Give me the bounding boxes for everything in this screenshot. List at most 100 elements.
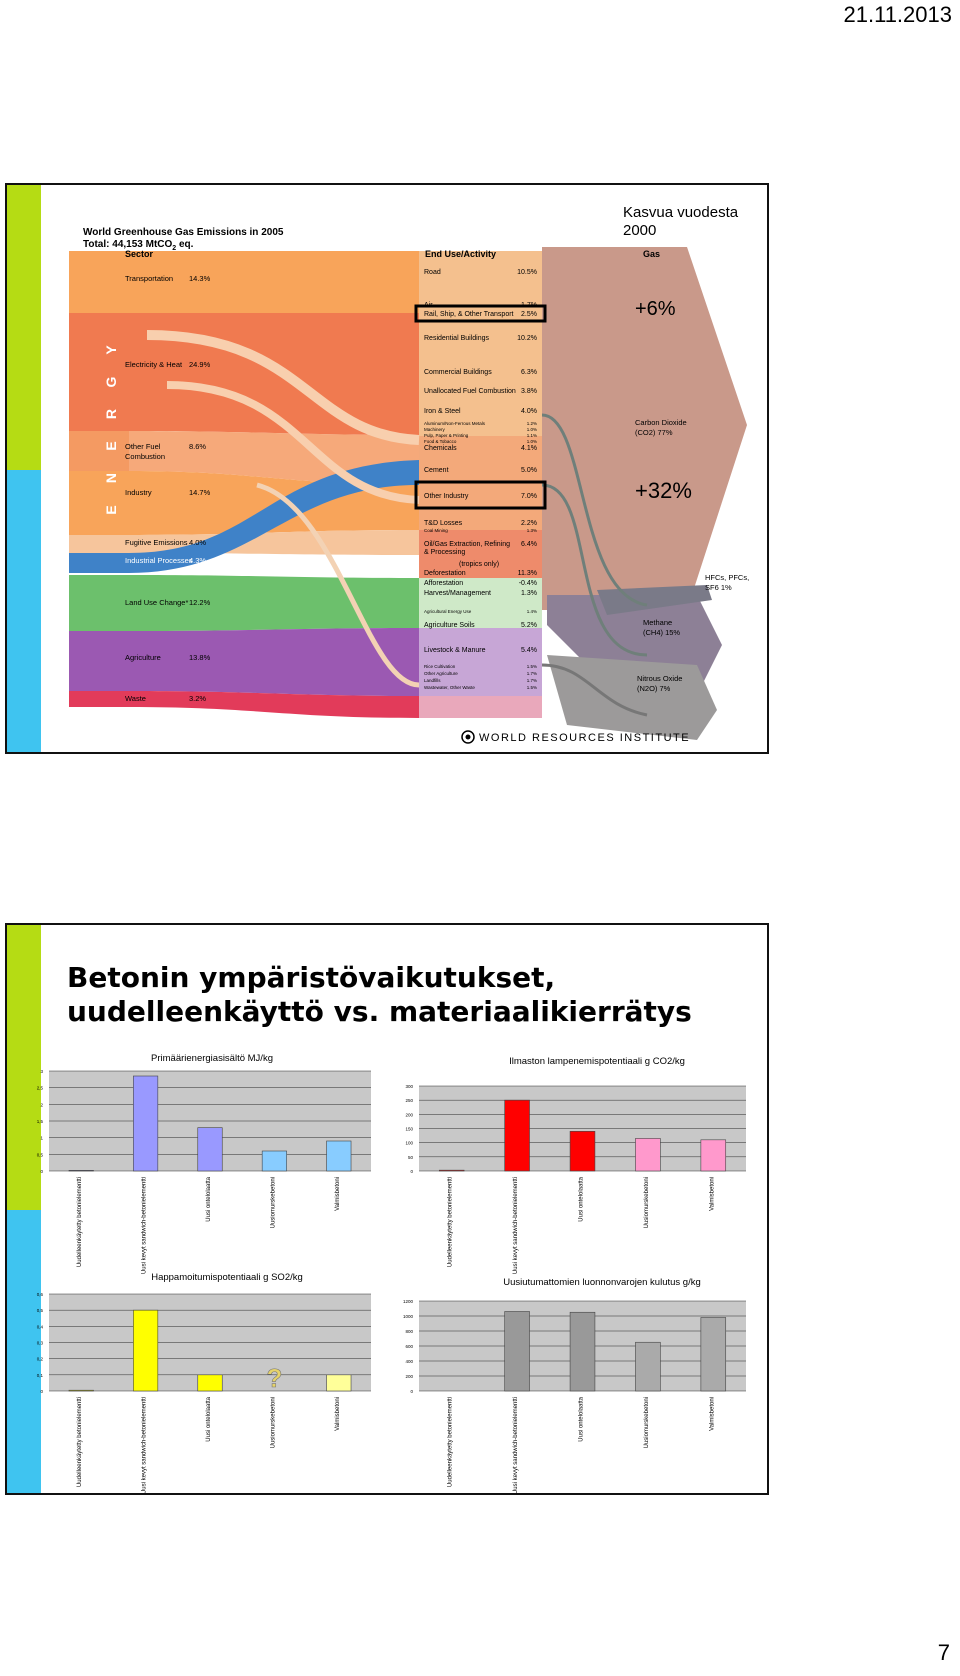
enduse-label: Unallocated Fuel Combustion	[424, 388, 516, 395]
enduse-value: 1.1%	[527, 433, 537, 438]
chart-bar	[700, 1139, 727, 1172]
enduse-value: 1.5%	[527, 664, 537, 669]
chart-ytick: 2	[40, 1102, 43, 1107]
s1-col-enduse: End Use/Activity	[425, 249, 496, 259]
enduse-value: 2.5%	[521, 311, 537, 318]
enduse-value: 10.5%	[517, 269, 537, 276]
enduse-label: Agricultural Energy Use	[424, 609, 472, 614]
chart-ytick: 0,5	[37, 1152, 44, 1157]
chart-ytick: 200	[405, 1374, 413, 1379]
s1-title-line1: World Greenhouse Gas Emissions in 2005	[83, 227, 284, 238]
enduse-value: 5.2%	[521, 622, 537, 629]
energy-letter: E	[103, 441, 119, 450]
chart-ytick: 0,4	[37, 1324, 44, 1329]
chart-bar	[504, 1099, 530, 1172]
chart-category-label: Uusi ontelolaatta	[206, 1396, 212, 1441]
growth-label-line2: 2000	[623, 222, 656, 239]
enduse-label: Pulp, Paper & Printing	[424, 433, 469, 438]
chart-category-label: Valmisbetoni	[335, 1397, 341, 1431]
chart-ytick: 250	[405, 1098, 413, 1103]
enduse-agri-bg	[419, 628, 542, 696]
chart-bar	[133, 1309, 159, 1392]
gas-label-line1: Methane	[643, 618, 672, 627]
chart-bar	[504, 1311, 530, 1392]
chart-ytick: 0	[410, 1389, 413, 1394]
slide-concrete-impacts: Betonin ympäristövaikutukset, uudelleenk…	[5, 923, 769, 1495]
enduse-label: Coal Mining	[424, 528, 448, 533]
accent-notch	[41, 960, 51, 970]
enduse-value: 5.4%	[521, 647, 537, 654]
enduse-label: Oil/Gas Extraction, Refining	[424, 541, 510, 548]
gas-label-line1: Carbon Dioxide	[635, 418, 687, 427]
chart-bar	[261, 1150, 287, 1172]
flow-elec-to-other	[166, 381, 420, 504]
enduse-value: 4.1%	[521, 445, 537, 452]
chart-4: Uusiutumattomien luonnonvarojen kulutus …	[403, 1277, 746, 1493]
energy-letter: E	[103, 505, 119, 514]
growth-label-line1: Kasvua vuodesta	[623, 204, 739, 221]
chart-bar	[68, 1389, 94, 1392]
sector-label: Industry	[125, 488, 152, 497]
sector-industry	[69, 471, 129, 535]
sector-label: Agriculture	[125, 653, 161, 662]
wri-logo-dot	[465, 734, 471, 740]
sector-value: 13.8%	[189, 653, 211, 662]
sector-waste	[69, 691, 129, 707]
chart-category-label: Uusi kevyt sandwich-betonielementti	[142, 1397, 148, 1493]
enduse-label: (tropics only)	[459, 561, 499, 568]
flow-gas-link-3	[541, 663, 648, 717]
sankey-diagram: World Greenhouse Gas Emissions in 2005 T…	[69, 204, 749, 744]
enduse-value: 1.7%	[527, 671, 537, 676]
enduse-label: Wastewater, Other Waste	[424, 685, 475, 690]
slide2-title: Betonin ympäristövaikutukset, uudelleenk…	[67, 961, 692, 1029]
chart-ytick: 400	[405, 1359, 413, 1364]
flow-agriculture	[129, 628, 419, 696]
enduse-value: 7.0%	[521, 493, 537, 500]
chart-bar	[197, 1127, 223, 1172]
enduse-label: Landfills	[424, 678, 441, 683]
gas-label-line1: HFCs, PFCs,	[705, 573, 749, 582]
enduse-value: -0.4%	[519, 580, 537, 587]
chart-category-label: Uusi ontelolaatta	[579, 1396, 585, 1441]
enduse-value: 3.8%	[521, 388, 537, 395]
sector-value: 14.7%	[189, 488, 211, 497]
enduse-value: 1.7%	[521, 302, 537, 309]
enduse-value: 6.3%	[521, 369, 537, 376]
gas-n2o-band	[547, 655, 717, 740]
enduse-waste-bg	[419, 696, 542, 718]
chart-category-label: Uusi kevyt sandwich-betonielementti	[142, 1177, 148, 1274]
gas-label-line2: (CO2) 77%	[635, 428, 673, 437]
s1-col-gas: Gas	[643, 249, 660, 259]
chart-ytick: 3	[40, 1069, 43, 1074]
chart-bar	[569, 1311, 596, 1392]
chart-3: Happamoitumispotentiaali g SO2/kg00,10,2…	[37, 1272, 371, 1493]
chart-1: Primäärienergiasisältö MJ/kg00,511,522,5…	[37, 1053, 371, 1274]
page-date: 21.11.2013	[843, 2, 952, 27]
enduse-value: 1.0%	[527, 427, 537, 432]
enduse-label: Food & Tobacco	[424, 439, 457, 444]
chart-category-label: Uusi ontelolaatta	[579, 1176, 585, 1221]
chart-ytick: 800	[405, 1329, 413, 1334]
gas-label-line2: SF6 1%	[705, 583, 732, 592]
chart-category-label: Uusi kevyt sandwich-betonielementti	[513, 1177, 519, 1274]
chart-bar	[569, 1131, 596, 1172]
enduse-value: 2.2%	[521, 520, 537, 527]
chart-ytick: 200	[405, 1112, 413, 1117]
enduse-label: Afforestation	[424, 580, 463, 587]
accent-bar-blue	[7, 1210, 41, 1493]
flow-elec-to-industry	[146, 330, 420, 445]
enduse-label: Other Industry	[424, 493, 469, 500]
enduse-value: 11.3%	[518, 570, 537, 577]
chart-category-label: Valmisbetoni	[335, 1177, 341, 1211]
wri-logo-icon	[461, 730, 475, 744]
chart-bar	[68, 1170, 94, 1172]
gas-co2-band	[542, 247, 747, 610]
sector-agriculture	[69, 631, 129, 691]
energy-letter: Y	[103, 345, 119, 355]
enduse-value: 1.3%	[521, 590, 537, 597]
enduse-label: Livestock & Manure	[424, 647, 486, 654]
sector-value: 4.0%	[189, 538, 206, 547]
sector-label: Electricity & Heat	[125, 360, 183, 369]
sector-transport	[69, 251, 129, 313]
